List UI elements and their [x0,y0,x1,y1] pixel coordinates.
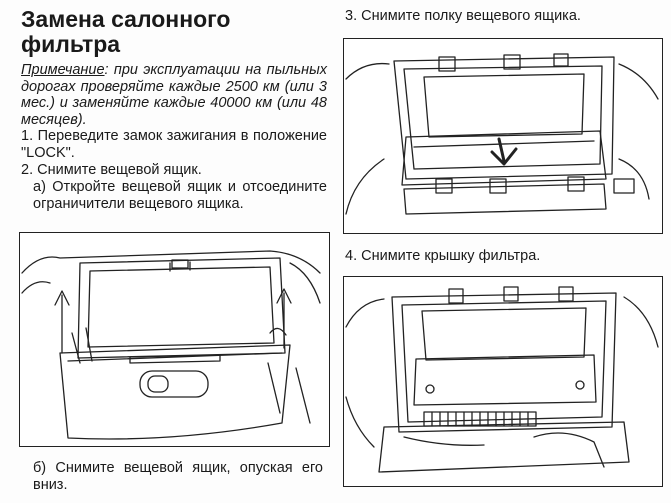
step-3-text: 3. Снимите полку вещевого ящика. [345,8,581,24]
step-4-text: 4. Снимите крышку фильтра. [345,248,541,264]
step-1-text: 1. Переведите замок зажигания в положени… [21,128,327,161]
filter-cover-drawing [345,286,659,473]
note-label: Примечание [21,62,105,78]
illustration-filter-cover [343,276,663,487]
step-2-text: 2. Снимите вещевой ящик. [21,162,202,178]
illustration-remove-shelf [343,38,663,234]
note-text: : при эксплуатации на пыльных дорогах пр… [21,62,327,128]
glovebox-open-drawing [21,250,321,440]
illustration-glovebox-open [19,232,330,447]
step-2a-text: а) Откройте вещевой ящик и отсоедините о… [33,179,327,212]
remove-shelf-drawing [345,53,659,215]
step-2b-text: б) Снимите вещевой ящик, опуская его вни… [33,460,323,493]
page-title: Замена салонного фильтра [21,6,231,57]
note-paragraph: Примечание: при эксплуатации на пыльных … [21,62,327,128]
